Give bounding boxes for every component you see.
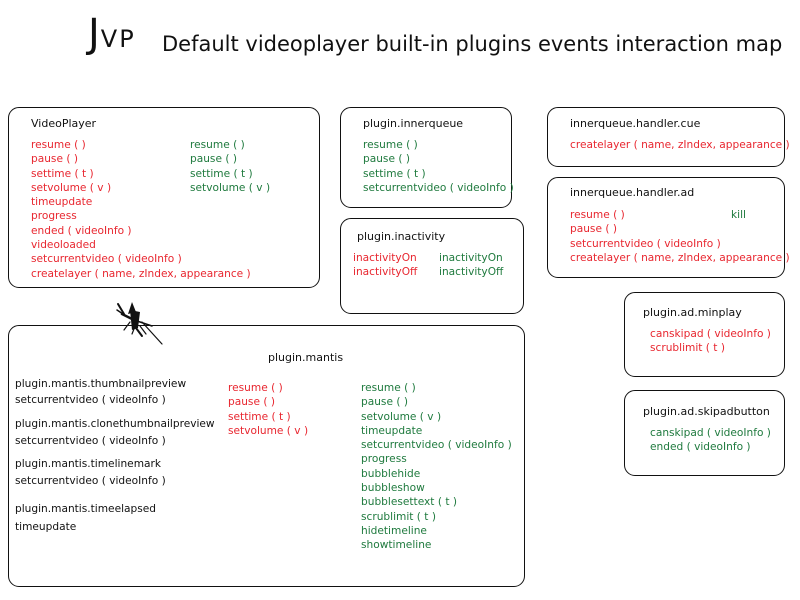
mantis-green-item: showtimeline	[361, 539, 432, 552]
page-title: Default videoplayer built-in plugins eve…	[162, 32, 783, 56]
innerqueue-green-item: setcurrentvideo ( videoInfo )	[363, 181, 514, 194]
inactivity-green-list: inactivityOn inactivityOff	[439, 251, 503, 280]
mantis-title: plugin.mantis	[268, 351, 344, 364]
mantis-green-item: hidetimeline	[361, 524, 427, 537]
videoplayer-red-item: timeupdate	[31, 196, 93, 209]
mantis-green-item: setvolume ( v )	[361, 410, 442, 423]
ad-minplay-red-item: scrublimit ( t )	[650, 342, 725, 355]
inactivity-title: plugin.inactivity	[357, 230, 446, 243]
mantis-sub-thumbnailpreview: plugin.mantis.thumbnailpreview	[15, 378, 187, 390]
ad-minplay-title: plugin.ad.minplay	[643, 306, 742, 319]
mantis-green-list: resume ( ) pause ( )setvolume ( v )timeup…	[361, 381, 512, 553]
mantis-red-item: pause ( )	[228, 396, 275, 409]
mantis-sub-timeelapsed-event: timeupdate	[15, 521, 77, 533]
mantis-insect-icon	[116, 302, 163, 345]
inactivity-green-item: inactivityOff	[439, 266, 504, 279]
innerqueue-green-item: settime ( t )	[363, 167, 426, 180]
mantis-sub-timelinemark-event: setcurrentvideo ( videoInfo )	[15, 475, 166, 487]
mantis-green-item: bubbleshow	[361, 482, 425, 495]
ad-skipadbutton-green-item: canskipad ( videoInfo )	[650, 427, 771, 439]
videoplayer-green-item: pause ( )	[190, 153, 237, 166]
inactivity-green-item: inactivityOn	[439, 252, 503, 264]
handler-cue-red-list: createlayer ( name, zIndex, appearance )	[570, 138, 790, 152]
mantis-sub-clonethumbnailpreview-event: setcurrentvideo ( videoInfo )	[15, 435, 166, 447]
logo-suffix: VP	[100, 25, 136, 53]
videoplayer-red-item: setvolume ( v )	[31, 181, 112, 194]
mantis-red-item: resume ( )	[228, 382, 283, 394]
inactivity-red-list: inactivityOn inactivityOff	[353, 251, 417, 280]
mantis-box: plugin.mantis plugin.mantis.thumbnailpre…	[8, 325, 525, 587]
mantis-sub-clonethumbnailpreview: plugin.mantis.clonethumbnailpreview	[15, 418, 215, 430]
mantis-green-item: pause ( )	[361, 396, 408, 409]
videoplayer-red-item: ended ( videoInfo )	[31, 224, 132, 237]
mantis-sub-thumbnailpreview-event: setcurrentvideo ( videoInfo )	[15, 394, 166, 406]
handler-ad-box: innerqueue.handler.ad resume ( ) pause ( …	[547, 177, 790, 278]
mantis-red-list: resume ( ) pause ( )settime ( t )setvolum…	[228, 381, 308, 438]
handler-cue-title: innerqueue.handler.cue	[570, 117, 701, 130]
videoplayer-red-item: videoloaded	[31, 239, 96, 252]
videoplayer-red-list: resume ( )pause ( )settime ( t )setvolum…	[31, 138, 251, 281]
videoplayer-title: VideoPlayer	[31, 117, 97, 130]
videoplayer-red-item: progress	[31, 210, 77, 223]
inactivity-red-item: inactivityOn	[353, 252, 417, 264]
mantis-sub-timelinemark: plugin.mantis.timelinemark	[15, 458, 161, 470]
mantis-green-item: setcurrentvideo ( videoInfo )	[361, 439, 512, 452]
inactivity-red-item: inactivityOff	[353, 266, 418, 279]
mantis-green-item: bubblehide	[361, 467, 421, 480]
ad-minplay-red-list: canskipad ( videoInfo ) scrublimit ( t )	[650, 327, 771, 356]
videoplayer-green-item: resume ( )	[190, 139, 245, 151]
handler-ad-red-item: setcurrentvideo ( videoInfo )	[570, 237, 721, 250]
handler-ad-red-list: resume ( ) pause ( )setcurrentvideo ( vid…	[570, 208, 790, 265]
mantis-red-item: settime ( t )	[228, 410, 291, 423]
ad-skipadbutton-title: plugin.ad.skipadbutton	[643, 405, 770, 418]
ad-skipadbutton-green-item: ended ( videoInfo )	[650, 441, 751, 454]
mantis-green-item: resume ( )	[361, 382, 416, 394]
videoplayer-green-list: resume ( ) pause ( )settime ( t )setvolum…	[190, 138, 270, 195]
mantis-green-item: timeupdate	[361, 424, 423, 437]
handler-ad-green-item: kill	[731, 209, 746, 221]
mantis-green-item: scrublimit ( t )	[361, 510, 436, 523]
handler-ad-red-item: pause ( )	[570, 223, 617, 236]
ad-minplay-box: plugin.ad.minplay canskipad ( videoInfo …	[624, 292, 785, 377]
mantis-green-item: progress	[361, 453, 407, 466]
handler-ad-red-item: resume ( )	[570, 209, 625, 221]
handler-cue-red-item: createlayer ( name, zIndex, appearance )	[570, 139, 790, 151]
videoplayer-red-item: setcurrentvideo ( videoInfo )	[31, 253, 182, 266]
handler-ad-title: innerqueue.handler.ad	[570, 186, 695, 199]
innerqueue-title: plugin.innerqueue	[363, 117, 464, 130]
videoplayer-red-item: settime ( t )	[31, 167, 94, 180]
innerqueue-green-item: resume ( )	[363, 139, 418, 151]
mantis-green-item: bubblesettext ( t )	[361, 496, 457, 509]
innerqueue-green-list: resume ( ) pause ( )settime ( t )setcurre…	[363, 138, 514, 195]
handler-ad-green-list: kill	[731, 208, 746, 222]
mantis-red-item: setvolume ( v )	[228, 424, 309, 437]
logo-letter: J	[88, 11, 101, 57]
videoplayer-green-item: settime ( t )	[190, 167, 253, 180]
handler-cue-box: innerqueue.handler.cue createlayer ( nam…	[547, 107, 790, 167]
ad-skipadbutton-green-list: canskipad ( videoInfo ) ended ( videoInfo…	[650, 426, 771, 455]
ad-minplay-red-item: canskipad ( videoInfo )	[650, 328, 771, 340]
videoplayer-green-item: setvolume ( v )	[190, 181, 271, 194]
videoplayer-box: VideoPlayer resume ( )pause ( )settime (…	[8, 107, 320, 288]
videoplayer-red-item: createlayer ( name, zIndex, appearance )	[31, 267, 251, 280]
handler-ad-red-item: createlayer ( name, zIndex, appearance )	[570, 251, 790, 264]
videoplayer-red-item: resume ( )	[31, 139, 86, 151]
mantis-sub-timeelapsed: plugin.mantis.timeelapsed	[15, 503, 157, 515]
innerqueue-green-item: pause ( )	[363, 153, 410, 166]
ad-skipadbutton-box: plugin.ad.skipadbutton canskipad ( video…	[624, 390, 785, 476]
innerqueue-box: plugin.innerqueue resume ( )pause ( )set…	[340, 107, 514, 208]
jvp-logo: JVP	[88, 14, 136, 54]
videoplayer-red-item: pause ( )	[31, 153, 78, 166]
